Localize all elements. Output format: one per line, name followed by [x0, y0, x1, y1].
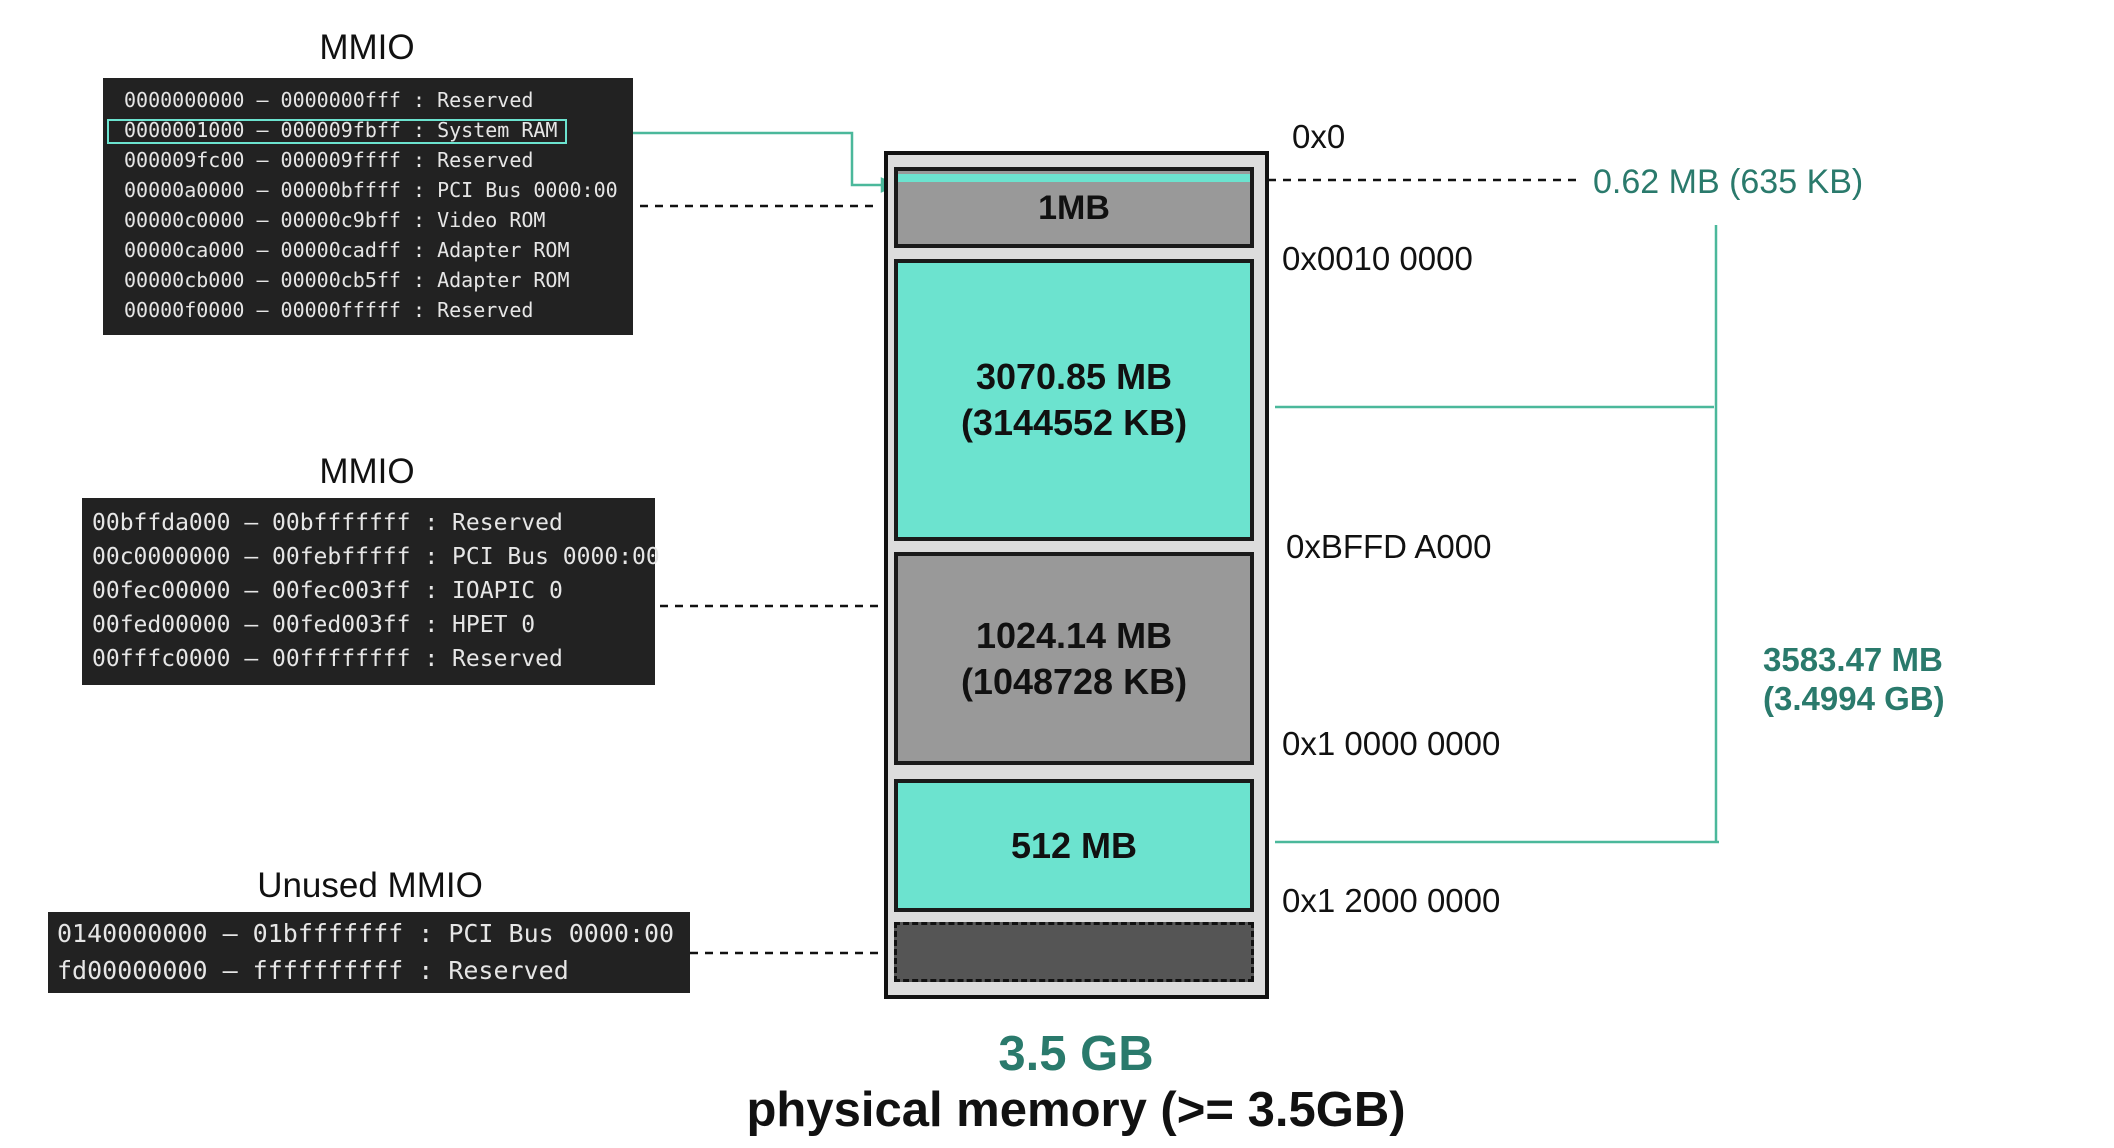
mmio-unused-heading: Unused MMIO	[257, 866, 483, 905]
segment-hole-kb: (1048728 KB)	[960, 660, 1188, 702]
terminal-line: 00c0000000 – 00febfffff : PCI Bus 0000:0…	[92, 544, 660, 570]
segment-first-mb-label: 1MB	[1038, 189, 1110, 227]
total-ram-annotation: 3583.47 MB (3.4994 GB)	[1763, 640, 1945, 718]
segment-ram-high-size: 512 MB	[1010, 824, 1138, 866]
terminal-line: 00000ca000 – 00000cadff : Adapter ROM	[124, 238, 570, 262]
terminal-line-system-ram: 0000001000 – 000009fbff : System RAM	[124, 118, 558, 142]
terminal-line: 0000000000 – 0000000fff : Reserved	[124, 88, 534, 112]
segment-ram-high: 512 MB	[894, 779, 1254, 912]
terminal-line: 00fec00000 – 00fec003ff : IOAPIC 0	[92, 578, 563, 604]
terminal-line: 00000c0000 – 00000c9bff : Video ROM	[124, 208, 546, 232]
terminal-line: 00fed00000 – 00fed003ff : HPET 0	[92, 612, 536, 638]
system-ram-highlight	[107, 119, 567, 144]
total-ram-gb: (3.4994 GB)	[1763, 680, 1945, 717]
segment-ram-low-kb: (3144552 KB)	[960, 402, 1188, 443]
terminal-line: 00000cb000 – 00000cb5ff : Adapter ROM	[124, 268, 570, 292]
segment-hole: 1024.14 MB (1048728 KB)	[894, 552, 1254, 765]
address-label: 0x1 2000 0000	[1282, 882, 1501, 919]
mmio-mid-terminal: 00bffda000 – 00bfffffff : Reserved 00c00…	[82, 498, 660, 685]
memory-size-caption: 3.5 GB	[998, 1027, 1154, 1081]
terminal-line: 00000a0000 – 00000bffff : PCI Bus 0000:0…	[124, 178, 618, 202]
terminal-line: 00fffc0000 – 00ffffffff : Reserved	[92, 646, 563, 672]
segment-hole-size: 1024.14 MB	[975, 614, 1173, 656]
terminal-line: 00000f0000 – 00000fffff : Reserved	[124, 298, 534, 322]
address-label: 0x0010 0000	[1282, 240, 1473, 277]
mmio-mid-heading: MMIO	[319, 452, 415, 491]
address-label: 0x1 0000 0000	[1282, 725, 1501, 762]
total-ram-mb: 3583.47 MB	[1763, 641, 1943, 678]
terminal-line: 000009fc00 – 000009ffff : Reserved	[124, 148, 534, 172]
terminal-line: 00bffda000 – 00bfffffff : Reserved	[92, 510, 563, 536]
address-label: 0xBFFD A000	[1286, 528, 1492, 565]
segment-ram-low: 3070.85 MB (3144552 KB)	[894, 259, 1254, 541]
mmio-top-heading: MMIO	[319, 28, 415, 67]
terminal-line: 0140000000 – 01bfffffff : PCI Bus 0000:0…	[57, 919, 675, 948]
segment-system-ram-strip	[898, 174, 1250, 182]
address-label: 0x0	[1292, 118, 1346, 155]
terminal-line: fd00000000 – ffffffffff : Reserved	[57, 956, 569, 985]
segment-ram-low-size: 3070.85 MB	[975, 356, 1173, 397]
mmio-top-terminal: 0000000000 – 0000000fff : Reserved 00000…	[103, 78, 633, 335]
memory-caption-subtitle: physical memory (>= 3.5GB)	[746, 1083, 1406, 1137]
segment-unused	[894, 922, 1254, 982]
system-ram-pointer	[570, 131, 884, 187]
mmio-unused-terminal: 0140000000 – 01bfffffff : PCI Bus 0000:0…	[48, 912, 690, 993]
small-ram-annotation: 0.62 MB (635 KB)	[1593, 163, 1864, 201]
